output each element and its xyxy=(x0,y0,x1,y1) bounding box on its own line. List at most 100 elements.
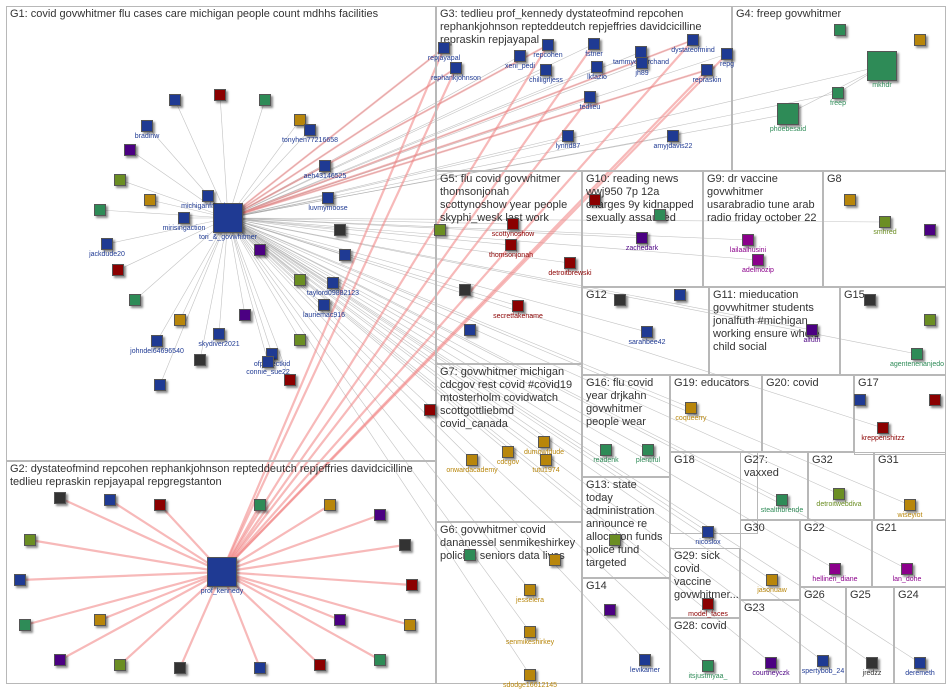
node[interactable] xyxy=(294,114,306,126)
node-lailaalhusini[interactable] xyxy=(742,234,754,246)
node[interactable] xyxy=(94,614,106,626)
node-alfuth[interactable] xyxy=(806,324,818,336)
node[interactable] xyxy=(254,499,266,511)
node[interactable] xyxy=(929,394,941,406)
node-itsjustmyaa[interactable] xyxy=(702,660,714,672)
node-lauriemac[interactable] xyxy=(318,299,330,311)
node-coqueerry[interactable] xyxy=(685,402,697,414)
node-senmikeshirkey[interactable] xyxy=(524,626,536,638)
node-connie[interactable] xyxy=(262,356,274,368)
node[interactable] xyxy=(464,324,476,336)
node[interactable] xyxy=(294,334,306,346)
node[interactable] xyxy=(54,654,66,666)
node-jh89[interactable] xyxy=(636,57,648,69)
node-adelmozip[interactable] xyxy=(752,254,764,266)
node-repjayapal[interactable] xyxy=(438,42,450,54)
node-tedlieu[interactable] xyxy=(584,91,596,103)
node[interactable] xyxy=(589,194,601,206)
node-thomsonjonah[interactable] xyxy=(505,239,517,251)
node[interactable] xyxy=(314,659,326,671)
node[interactable] xyxy=(334,224,346,236)
node-detroitwebdiva[interactable] xyxy=(833,488,845,500)
node[interactable] xyxy=(834,24,846,36)
node[interactable] xyxy=(614,294,626,306)
node-agentenenanjedo[interactable] xyxy=(911,348,923,360)
node-nicoslox[interactable] xyxy=(702,526,714,538)
node-jasonuaw[interactable] xyxy=(766,574,778,586)
node-dumowfdude[interactable] xyxy=(538,436,550,448)
node-mkhdr[interactable] xyxy=(867,51,897,81)
node-tutu1974[interactable] xyxy=(540,454,552,466)
node[interactable] xyxy=(434,224,446,236)
node-taylord[interactable] xyxy=(327,277,339,289)
node-jackdude[interactable] xyxy=(101,238,113,250)
node[interactable] xyxy=(154,499,166,511)
node[interactable] xyxy=(174,662,186,674)
node-wiseyiot[interactable] xyxy=(904,499,916,511)
node[interactable] xyxy=(924,314,936,326)
node[interactable] xyxy=(604,604,616,616)
node[interactable] xyxy=(254,662,266,674)
node-amyjdavis[interactable] xyxy=(667,130,679,142)
node[interactable] xyxy=(464,549,476,561)
node[interactable] xyxy=(399,539,411,551)
node-mirisingaction[interactable] xyxy=(178,212,190,224)
node[interactable] xyxy=(284,374,296,386)
node[interactable] xyxy=(104,494,116,506)
node-dystateofmind[interactable] xyxy=(687,34,699,46)
node[interactable] xyxy=(114,659,126,671)
node-hellinen_diane[interactable] xyxy=(829,563,841,575)
node[interactable] xyxy=(294,274,306,286)
node-cdcgov[interactable] xyxy=(502,446,514,458)
node-kreppenshitzz[interactable] xyxy=(877,422,889,434)
node-sarahbee42[interactable] xyxy=(641,326,653,338)
node[interactable] xyxy=(924,224,936,236)
node-fstner[interactable] xyxy=(588,38,600,50)
node-bradinw[interactable] xyxy=(141,120,153,132)
node[interactable] xyxy=(609,534,621,546)
node-spertybob[interactable] xyxy=(817,655,829,667)
node-skydiver[interactable] xyxy=(213,328,225,340)
node-freep[interactable] xyxy=(832,87,844,99)
node[interactable] xyxy=(144,194,156,206)
node-deremeth[interactable] xyxy=(914,657,926,669)
node[interactable] xyxy=(854,394,866,406)
node[interactable] xyxy=(194,354,206,366)
node-plentiful[interactable] xyxy=(642,444,654,456)
node[interactable] xyxy=(549,554,561,566)
node-repcohen[interactable] xyxy=(542,39,554,51)
node[interactable] xyxy=(406,579,418,591)
node-lynnd87[interactable] xyxy=(562,130,574,142)
node-michiganfreedom[interactable] xyxy=(202,190,214,202)
node-jesselera[interactable] xyxy=(524,584,536,596)
node[interactable] xyxy=(154,379,166,391)
node-aeh[interactable] xyxy=(319,160,331,172)
node-sdodge[interactable] xyxy=(524,669,536,681)
node-prof_kennedy[interactable] xyxy=(207,557,237,587)
node[interactable] xyxy=(654,209,666,221)
node-model_faces[interactable] xyxy=(702,598,714,610)
node[interactable] xyxy=(334,614,346,626)
node[interactable] xyxy=(374,509,386,521)
node[interactable] xyxy=(112,264,124,276)
node-johndel[interactable] xyxy=(151,335,163,347)
node[interactable] xyxy=(174,314,186,326)
node[interactable] xyxy=(129,294,141,306)
node[interactable] xyxy=(214,89,226,101)
node[interactable] xyxy=(169,94,181,106)
node[interactable] xyxy=(459,284,471,296)
node[interactable] xyxy=(324,499,336,511)
node[interactable] xyxy=(254,244,266,256)
node[interactable] xyxy=(259,94,271,106)
node-lan_dohe[interactable] xyxy=(901,563,913,575)
node[interactable] xyxy=(19,619,31,631)
node[interactable] xyxy=(94,204,106,216)
node-xeni[interactable] xyxy=(514,50,526,62)
node[interactable] xyxy=(124,144,136,156)
node[interactable] xyxy=(14,574,26,586)
node-tonyhen[interactable] xyxy=(304,124,316,136)
node-courtneyczk[interactable] xyxy=(765,657,777,669)
node[interactable] xyxy=(844,194,856,206)
node-chilligrl[interactable] xyxy=(540,64,552,76)
node-jredzz[interactable] xyxy=(866,657,878,669)
